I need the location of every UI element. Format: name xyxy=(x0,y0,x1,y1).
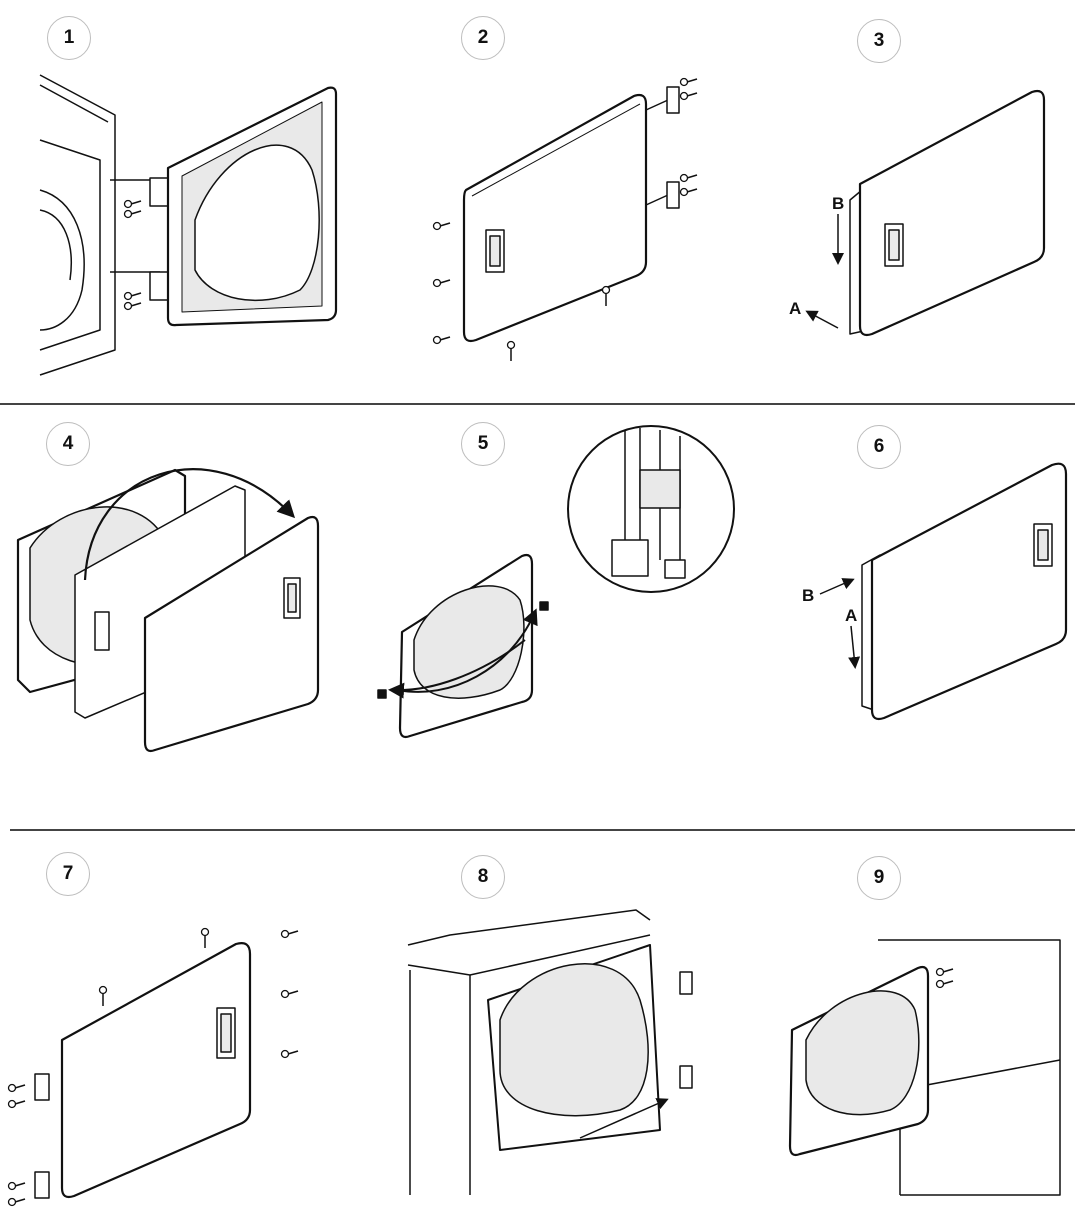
step-4-illustration xyxy=(16,468,320,753)
step-7-illustration xyxy=(7,927,299,1207)
step-8-illustration xyxy=(407,909,693,1195)
step-4-label: 4 xyxy=(46,422,90,466)
step-6-callout-b: B xyxy=(802,586,815,605)
step-6-illustration xyxy=(819,462,1068,721)
step-2-label: 2 xyxy=(461,16,505,60)
step-6-label: 6 xyxy=(857,425,901,469)
step-1-illustration xyxy=(39,74,338,376)
step-5-label: 5 xyxy=(461,422,505,466)
divider-row2 xyxy=(10,829,1075,831)
step-5-illustration xyxy=(377,425,735,739)
step-3-callout-a: A xyxy=(789,299,802,318)
step-7-label: 7 xyxy=(46,852,90,896)
step-3-illustration xyxy=(805,89,1046,337)
step-9-label: 9 xyxy=(857,856,901,900)
step-8-label: 8 xyxy=(461,855,505,899)
step-1-label: 1 xyxy=(47,16,91,60)
divider-row1 xyxy=(0,403,1075,405)
step-6-callout-a: A xyxy=(845,606,858,625)
step-2-illustration xyxy=(432,77,698,362)
step-3-label: 3 xyxy=(857,19,901,63)
step-3-callout-b: B xyxy=(832,194,845,213)
step-9-illustration xyxy=(788,939,1061,1196)
